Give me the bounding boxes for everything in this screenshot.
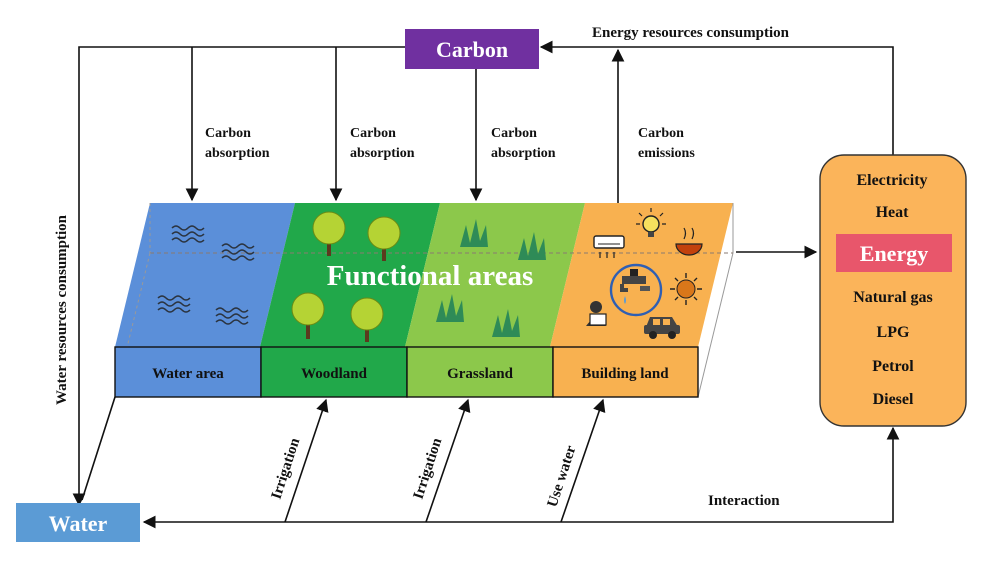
faucet-icon bbox=[609, 263, 663, 317]
lightbulb-icon bbox=[636, 208, 666, 237]
energy-item-natural-gas: Natural gas bbox=[853, 289, 933, 306]
carbon-to-water-line bbox=[72, 46, 405, 507]
irrigation-label-1: Irrigation bbox=[269, 435, 304, 501]
interaction-label: Interaction bbox=[708, 493, 780, 509]
carbon-flow-2-line1: Carbon bbox=[350, 126, 396, 141]
energy-box bbox=[836, 234, 952, 272]
carbon-flow-3-line1: Carbon bbox=[491, 126, 537, 141]
interaction-line bbox=[142, 426, 900, 529]
grass-icons bbox=[436, 219, 546, 337]
use-water-label: Use water bbox=[545, 443, 580, 509]
irrigation-arrow-woodland bbox=[284, 398, 329, 523]
building-land-icons bbox=[586, 208, 703, 339]
energy-consumption-label: Energy resources consumption bbox=[592, 25, 790, 41]
use-water-arrow-building bbox=[560, 398, 606, 523]
carbon-flow-3-line2: absorption bbox=[491, 146, 556, 161]
water-area-label-box bbox=[114, 346, 262, 398]
carbon-flow-4-line2: emissions bbox=[638, 146, 695, 161]
carbon-box bbox=[405, 29, 539, 69]
energy-panel bbox=[819, 154, 967, 427]
area-label-row: Water area Woodland Grassland Building l… bbox=[114, 346, 699, 398]
sun-icon bbox=[670, 273, 702, 305]
building-land-label: Building land bbox=[581, 366, 669, 382]
grassland-label: Grassland bbox=[447, 366, 514, 382]
water-area-label: Water area bbox=[152, 366, 224, 382]
irrigation-arrow-grassland bbox=[425, 398, 471, 523]
cooking-pot-icon bbox=[675, 227, 703, 256]
carbon-label: Carbon bbox=[436, 37, 508, 62]
car-icon bbox=[644, 317, 680, 339]
water-consumption-label: Water resources consumption bbox=[54, 214, 70, 405]
air-conditioner-icon bbox=[593, 235, 625, 258]
water-label: Water bbox=[49, 511, 108, 536]
person-computer-icon bbox=[586, 301, 607, 326]
energy-label: Energy bbox=[860, 241, 928, 266]
woodland-label-box bbox=[260, 346, 408, 398]
carbon-flow-2-line2: absorption bbox=[350, 146, 415, 161]
carbon-flow-1-line2: absorption bbox=[205, 146, 270, 161]
energy-items: Electricity Heat Natural gas LPG Petrol … bbox=[853, 172, 933, 408]
woodland-label: Woodland bbox=[301, 366, 368, 382]
carbon-flow-4-line1: Carbon bbox=[638, 126, 684, 141]
energy-to-carbon-line bbox=[539, 40, 894, 155]
building-land-label-box bbox=[552, 346, 699, 398]
wave-icons bbox=[157, 225, 255, 325]
energy-item-heat: Heat bbox=[876, 204, 910, 221]
functional-areas-title: Functional areas bbox=[327, 260, 534, 292]
irrigation-label-2: Irrigation bbox=[411, 435, 446, 501]
energy-item-lpg: LPG bbox=[877, 324, 910, 341]
water-box bbox=[16, 503, 140, 542]
energy-item-petrol: Petrol bbox=[872, 358, 914, 375]
carbon-flow-labels: Carbon absorption Carbon absorption Carb… bbox=[205, 126, 695, 161]
energy-item-electricity: Electricity bbox=[856, 172, 927, 189]
energy-item-diesel: Diesel bbox=[873, 391, 914, 408]
water-area-to-water-line bbox=[81, 396, 116, 501]
water-area-region bbox=[115, 203, 295, 347]
carbon-flow-1-line1: Carbon bbox=[205, 126, 251, 141]
tree-icons bbox=[291, 211, 401, 342]
